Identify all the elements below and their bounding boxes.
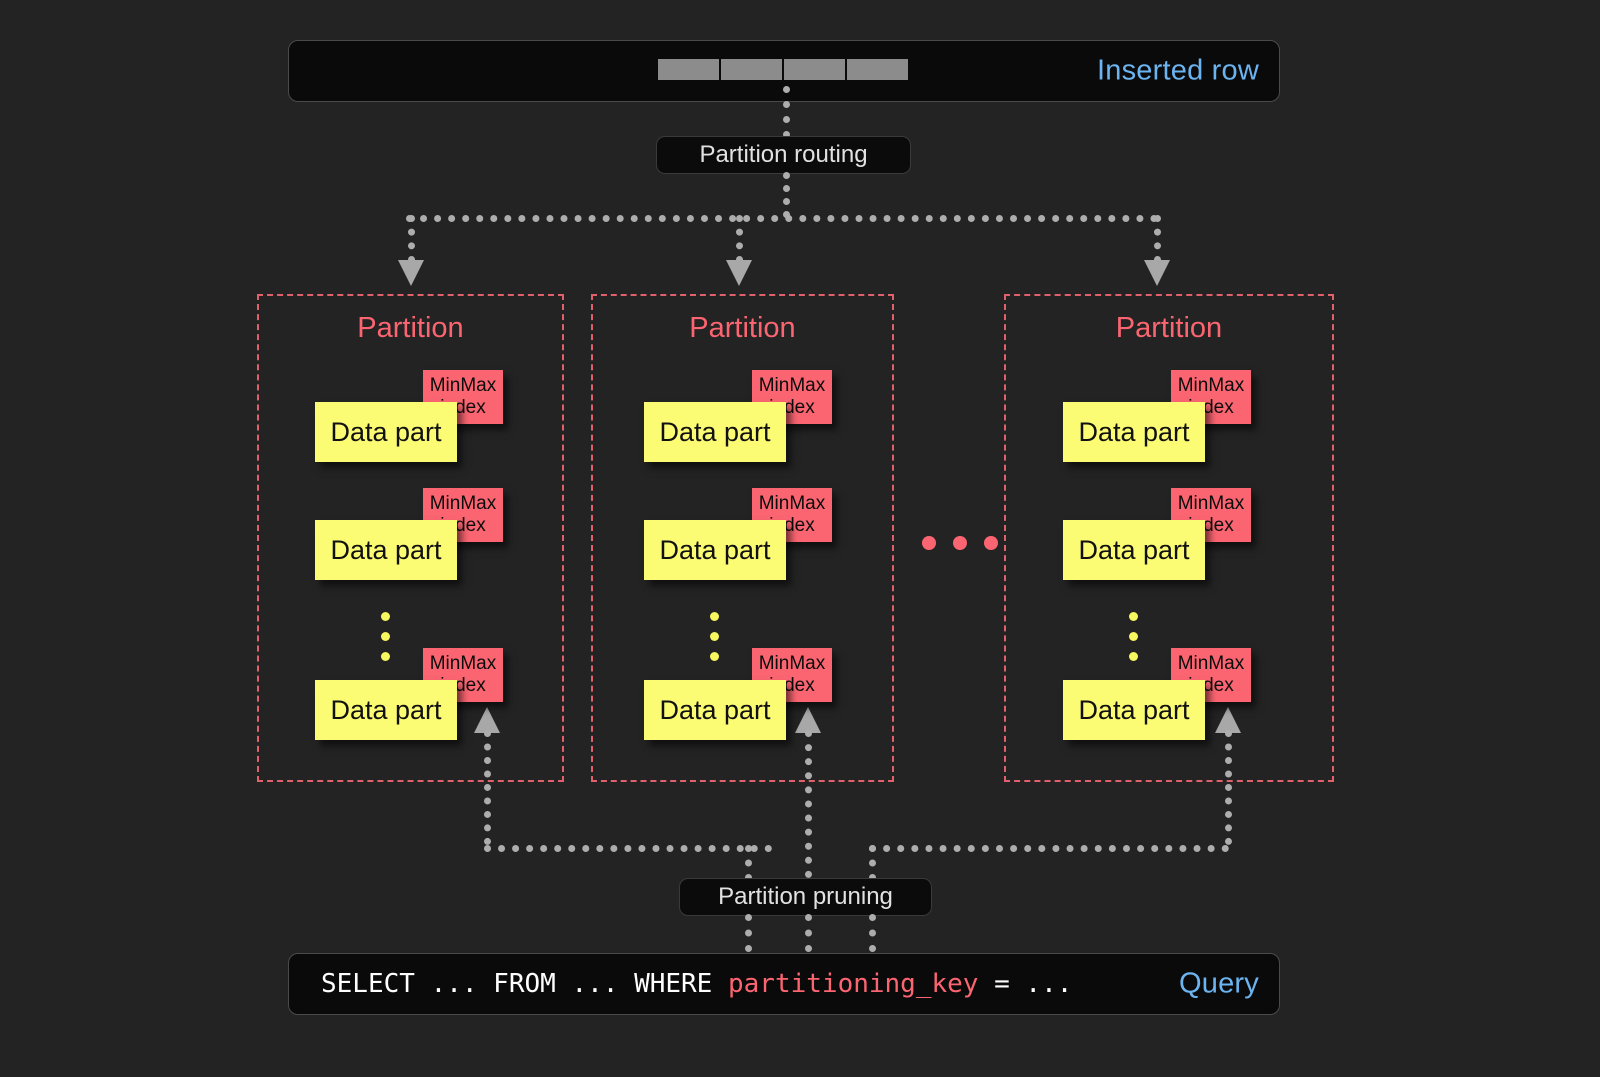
partition-pruning-label: Partition pruning bbox=[718, 883, 893, 910]
connector-bus-right-to-pruning bbox=[869, 845, 876, 881]
minmax-index-line1: MinMax bbox=[1177, 375, 1245, 396]
inserted-row-cells bbox=[658, 59, 908, 80]
partition-routing-box: Partition routing bbox=[656, 136, 911, 174]
minmax-index-line1: MinMax bbox=[758, 375, 826, 396]
query-bar: SELECT ... FROM ... WHERE partitioning_k… bbox=[288, 953, 1280, 1015]
ellipsis-dot bbox=[1129, 612, 1138, 621]
inserted-row-label: Inserted row bbox=[1097, 54, 1259, 87]
connector-pruning-bus-left bbox=[484, 845, 772, 852]
arrowhead-to-partition-2-part bbox=[1215, 707, 1241, 733]
partition-title-1: Partition bbox=[689, 312, 796, 344]
connector-insert-to-routing bbox=[783, 86, 790, 138]
data-part-box: Data part bbox=[1063, 680, 1205, 740]
partition-pruning-box: Partition pruning bbox=[679, 878, 932, 916]
connector-bus-to-partition-2 bbox=[1154, 215, 1161, 263]
minmax-index-line1: MinMax bbox=[1177, 653, 1245, 674]
connector-pruning-to-partition-0 bbox=[484, 730, 491, 845]
arrowhead-to-partition-1 bbox=[726, 260, 752, 286]
data-part-box: Data part bbox=[1063, 520, 1205, 580]
row-cell bbox=[721, 59, 782, 80]
connector-routing-to-bus bbox=[783, 172, 790, 218]
arrowhead-to-partition-0-part bbox=[474, 707, 500, 733]
minmax-index-line1: MinMax bbox=[758, 493, 826, 514]
partition-routing-label: Partition routing bbox=[699, 141, 868, 168]
ellipsis-dot bbox=[381, 652, 390, 661]
arrowhead-to-partition-1-part bbox=[795, 707, 821, 733]
partition-2-vertical-ellipsis bbox=[1129, 612, 1138, 661]
minmax-index-line1: MinMax bbox=[429, 653, 497, 674]
ellipsis-dot bbox=[710, 612, 719, 621]
ellipsis-dot bbox=[710, 652, 719, 661]
connector-pruning-bus-right bbox=[869, 845, 1229, 852]
ellipsis-dot bbox=[922, 536, 936, 550]
connector-pruning-to-query-left bbox=[745, 914, 752, 952]
data-part-box: Data part bbox=[315, 402, 457, 462]
minmax-index-line1: MinMax bbox=[429, 493, 497, 514]
connector-pruning-to-partition-2 bbox=[1225, 730, 1232, 845]
data-part-box: Data part bbox=[315, 680, 457, 740]
row-cell bbox=[847, 59, 908, 80]
ellipsis-dot bbox=[1129, 652, 1138, 661]
minmax-index-line1: MinMax bbox=[429, 375, 497, 396]
partition-box-2: Partition bbox=[1004, 294, 1334, 782]
connector-bus-to-partition-0 bbox=[408, 215, 415, 263]
partition-1-vertical-ellipsis bbox=[710, 612, 719, 661]
query-suffix: = ... bbox=[978, 969, 1073, 999]
partition-title-0: Partition bbox=[357, 312, 464, 344]
partition-title-2: Partition bbox=[1115, 312, 1223, 344]
connector-routing-bus bbox=[406, 215, 1158, 222]
partition-0-vertical-ellipsis bbox=[381, 612, 390, 661]
data-part-box: Data part bbox=[1063, 402, 1205, 462]
data-part-box: Data part bbox=[644, 680, 786, 740]
connector-pruning-to-query-center bbox=[805, 914, 812, 952]
query-label: Query bbox=[1179, 967, 1259, 1000]
ellipsis-dot bbox=[953, 536, 967, 550]
row-cell bbox=[658, 59, 719, 80]
ellipsis-dot bbox=[381, 632, 390, 641]
partitions-ellipsis bbox=[922, 536, 998, 550]
data-part-box: Data part bbox=[315, 520, 457, 580]
ellipsis-dot bbox=[710, 632, 719, 641]
minmax-index-line1: MinMax bbox=[758, 653, 826, 674]
arrowhead-to-partition-0 bbox=[398, 260, 424, 286]
ellipsis-dot bbox=[1129, 632, 1138, 641]
connector-bus-left-to-pruning bbox=[745, 845, 752, 881]
connector-pruning-to-partition-1 bbox=[805, 730, 812, 878]
connector-bus-to-partition-1 bbox=[736, 215, 743, 263]
data-part-box: Data part bbox=[644, 402, 786, 462]
row-cell bbox=[784, 59, 845, 80]
query-partitioning-key: partitioning_key bbox=[728, 969, 979, 999]
ellipsis-dot bbox=[381, 612, 390, 621]
partition-box-0: Partition bbox=[257, 294, 564, 782]
arrowhead-to-partition-2 bbox=[1144, 260, 1170, 286]
partition-box-1: Partition bbox=[591, 294, 894, 782]
data-part-box: Data part bbox=[644, 520, 786, 580]
connector-pruning-to-query-right bbox=[869, 914, 876, 952]
query-prefix: SELECT ... FROM ... WHERE bbox=[321, 969, 728, 999]
ellipsis-dot bbox=[984, 536, 998, 550]
minmax-index-line1: MinMax bbox=[1177, 493, 1245, 514]
query-statement: SELECT ... FROM ... WHERE partitioning_k… bbox=[321, 969, 1072, 999]
